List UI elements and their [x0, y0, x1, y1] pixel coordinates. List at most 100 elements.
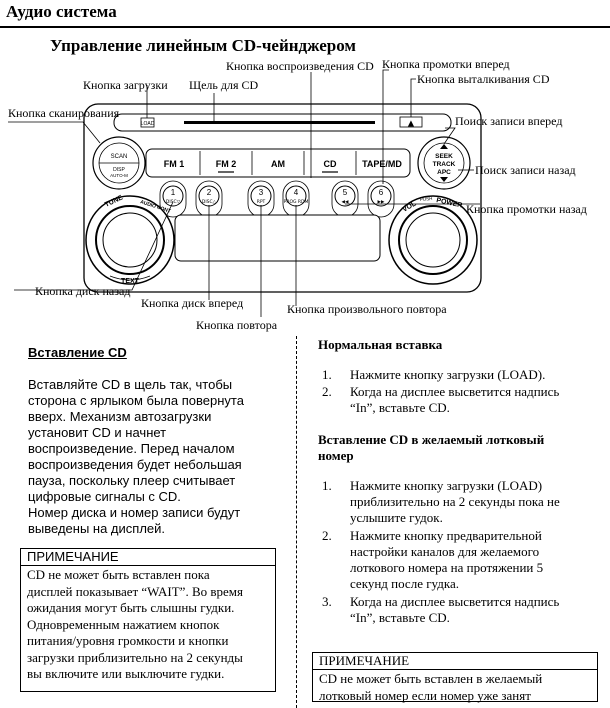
preset-sublabel: DISC▽: [166, 199, 181, 205]
mode-button-label: AM: [271, 159, 285, 169]
header-rule: [0, 26, 610, 28]
mode-button-bar: [145, 148, 411, 178]
cd-slot: [184, 121, 375, 124]
auto-m-label: AUTO-M: [110, 173, 128, 178]
display-recess: [174, 214, 381, 262]
callout-load-button: Кнопка загрузки: [83, 78, 168, 92]
text-label: TEXT: [121, 278, 140, 285]
step-number: 2.: [322, 384, 332, 399]
right-note-line: CD не может быть вставлен в желаемый: [319, 671, 543, 686]
push-label: PUSH: [420, 196, 433, 202]
eject-icon: ▲: [408, 119, 415, 128]
load-button[interactable]: [140, 117, 155, 128]
left-note-box: ПРИМЕЧАНИЕ CD не может быть вставлен пок…: [20, 548, 276, 692]
left-note-line: питания/уровня громкости и кнопки: [27, 633, 229, 648]
step-item: 1.Нажмите кнопку загрузки (LOAD)приблизи…: [318, 478, 608, 526]
tray-insert-steps: 1.Нажмите кнопку загрузки (LOAD)приблизи…: [318, 478, 608, 626]
preset-number: 5: [343, 188, 348, 197]
left-note-line: загрузки приблизительно на 2 секунды: [27, 649, 243, 665]
seek-label: SEEK: [435, 153, 453, 160]
normal-insert-heading: Нормальная вставка: [318, 337, 443, 352]
track-label: TRACK: [433, 161, 456, 168]
right-note-box: ПРИМЕЧАНИЕ CD не может быть вставлен в ж…: [312, 652, 598, 703]
left-note-line: CD не может быть вставлен пока: [27, 567, 210, 582]
seek-down-icon: [440, 177, 448, 182]
step-number: 1.: [322, 367, 332, 382]
preset-sublabel: ◀◀: [342, 200, 349, 205]
left-note-line: вы включите или выключите гудки.: [27, 666, 225, 681]
tray-heading-line: номер: [318, 448, 354, 463]
insert-cd-paragraph-line: Вставляйте CD в щель так, чтобы: [28, 377, 233, 392]
callout-random: Кнопка произвольного повтора: [287, 302, 447, 316]
left-note-line: ожидания могут быть слышны гудки.: [27, 600, 235, 615]
step-text: Нажмите кнопку загрузки (LOAD): [350, 478, 543, 493]
step-text: Нажмите кнопку предварительной: [350, 528, 542, 543]
preset-sublabel: RPT: [257, 199, 266, 205]
step-text: Когда на дисплее высветится надпись: [350, 384, 560, 399]
seek-up-icon: [440, 144, 448, 149]
insert-cd-paragraph-line: выведены на дисплей.: [28, 521, 166, 536]
insert-cd-paragraph-line: вверх. Механизм автозагрузки: [28, 409, 212, 424]
tray-heading-line: Вставление CD в желаемый лотковый: [318, 432, 545, 447]
preset-number: 2: [207, 188, 212, 197]
mode-button-label: FM 2: [216, 159, 237, 169]
preset-sublabel: PROG RDM: [284, 199, 309, 205]
callout-eject: Кнопка выталкивания CD: [417, 72, 550, 86]
left-note-line: Одновременным нажатием кнопок: [27, 616, 220, 632]
step-text: приблизительно на 2 секунды пока не: [350, 494, 560, 509]
preset-number: 1: [171, 188, 176, 197]
mode-button-label: CD: [324, 159, 337, 169]
preset-number: 3: [259, 188, 264, 197]
insert-cd-paragraph-line: Номер диска и номер записи будут: [28, 505, 241, 520]
insert-cd-paragraph-line: сторона с ярлыком была повернута: [28, 393, 244, 408]
callout-cd-slot: Щель для CD: [189, 78, 259, 92]
insert-cd-paragraph-line: воспроизведение. Перед началом: [28, 441, 235, 456]
step-number: 2.: [322, 528, 332, 543]
insert-cd-heading: Вставление CD: [28, 345, 127, 360]
right-note-line: лотковый номер если номер уже занят: [319, 687, 531, 703]
step-text: “In”, вставьте CD.: [350, 400, 450, 415]
step-text: настройки каналов для желаемого: [350, 544, 540, 559]
step-text: Нажмите кнопку загрузки (LOAD).: [350, 367, 546, 382]
preset-number: 6: [379, 188, 384, 197]
preset-sublabel: ▶▶: [378, 200, 385, 205]
callout-play-cd: Кнопка воспроизведения CD: [226, 59, 374, 73]
callout-seek-back: Поиск записи назад: [475, 163, 576, 177]
column-divider: [296, 336, 297, 708]
left-note-title: ПРИМЕЧАНИЕ: [21, 549, 275, 566]
section-title: Аудио система: [6, 2, 117, 21]
step-text: услышите гудок.: [350, 510, 443, 525]
apc-label: APC: [437, 169, 451, 176]
load-button-label: LOAD: [141, 121, 155, 127]
normal-insert-steps: 1. Нажмите кнопку загрузки (LOAD). 2. Когда…: [318, 367, 608, 416]
right-note-title: ПРИМЕЧАНИЕ: [313, 653, 597, 670]
callout-disc-back: Кнопка диск назад: [35, 284, 131, 298]
step-text: лоткового номера на протяжении 5: [350, 560, 544, 575]
preset-sublabel: DISC△: [202, 199, 217, 205]
callout-scan: Кнопка сканирования: [8, 106, 120, 120]
step-text: секунд после гудка.: [350, 576, 459, 591]
seek-button[interactable]: [423, 142, 465, 184]
step-item: 1. Нажмите кнопку загрузки (LOAD).: [318, 367, 608, 383]
step-text: “In”, вставьте CD.: [350, 610, 450, 625]
mode-button-label: FM 1: [164, 159, 185, 169]
left-note-line: дисплей показывает “WAIT”. Во время: [27, 583, 243, 599]
preset-number: 4: [294, 188, 299, 197]
step-item: 2. Когда на дисплее высветится надпись“In…: [318, 384, 608, 416]
callout-rewind: Кнопка промотки назад: [466, 202, 587, 216]
leader-lines: [8, 69, 480, 317]
step-number: 3.: [322, 594, 332, 609]
step-item: 3.Когда на дисплее высветится надпись“In…: [318, 594, 608, 626]
callout-repeat: Кнопка повтора: [196, 318, 278, 332]
insert-cd-paragraph-line: установит CD и начнет: [28, 425, 167, 440]
callout-disc-forward: Кнопка диск вперед: [141, 296, 244, 310]
callout-fast-forward: Кнопка промотки вперед: [382, 57, 510, 71]
